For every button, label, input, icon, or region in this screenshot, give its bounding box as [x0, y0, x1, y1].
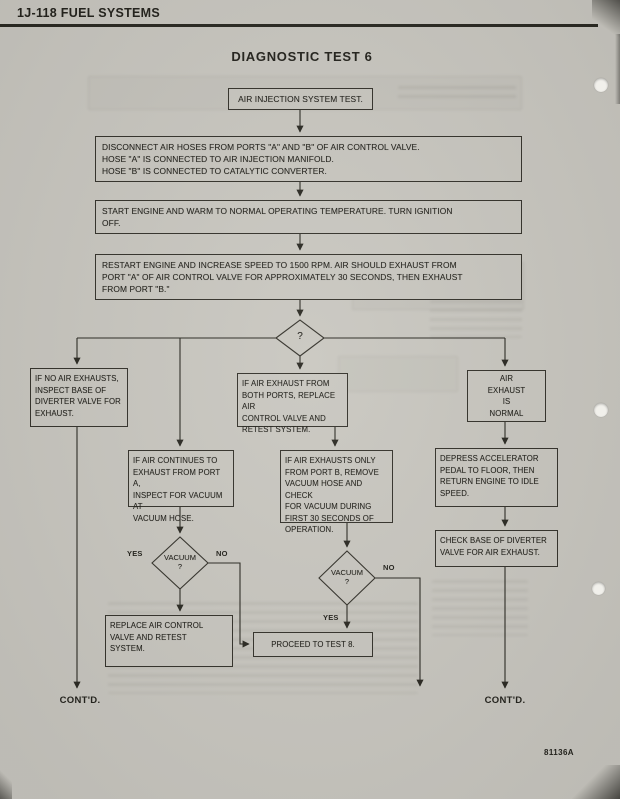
page-header: 1J-118 FUEL SYSTEMS: [17, 6, 161, 20]
node-port-b-only: IF AIR EXHAUSTS ONLY FROM PORT B, REMOVE…: [280, 450, 393, 534]
punch-hole: [594, 403, 608, 417]
node-disconnect-hoses: DISCONNECT AIR HOSES FROM PORTS "A" AND …: [95, 136, 522, 182]
punch-hole: [594, 78, 608, 92]
punch-hole: [592, 582, 605, 595]
node-air-exhaust-normal: AIR EXHAUST IS NORMAL: [467, 370, 546, 422]
contd-right: CONT'D.: [484, 695, 526, 706]
flow-lines: [73, 110, 509, 689]
ghost-showthrough: [432, 580, 528, 636]
page-title: DIAGNOSTIC TEST 6: [231, 49, 373, 64]
node-port-a-continues: IF AIR CONTINUES TO EXHAUST FROM PORT A,…: [128, 450, 234, 523]
node-replace-air-control-valve: REPLACE AIR CONTROL VALVE AND RETEST SYS…: [105, 615, 233, 667]
label-yes-a: YES: [127, 549, 143, 558]
ghost-showthrough: [338, 356, 458, 392]
node-start: AIR INJECTION SYSTEM TEST.: [228, 88, 373, 110]
vacuum-a-diamond: [151, 536, 209, 590]
node-both-ports: IF AIR EXHAUST FROM BOTH PORTS, REPLACE …: [237, 373, 348, 434]
ghost-showthrough: [430, 300, 522, 338]
label-yes-b: YES: [323, 613, 339, 622]
figure-code: 81136A: [544, 748, 574, 757]
node-restart-engine: RESTART ENGINE AND INCREASE SPEED TO 150…: [95, 254, 522, 300]
main-decision-text: ?: [297, 331, 303, 342]
label-no-b: NO: [383, 563, 395, 572]
header-rule: [0, 24, 598, 27]
node-proceed-test-8: PROCEED TO TEST 8.: [253, 632, 373, 657]
node-start-engine: START ENGINE AND WARM TO NORMAL OPERATIN…: [95, 200, 522, 234]
label-no-a: NO: [216, 549, 228, 558]
node-check-diverter-base: CHECK BASE OF DIVERTER VALVE FOR AIR EXH…: [435, 530, 558, 567]
main-decision-diamond: [275, 319, 325, 357]
contd-left: CONT'D.: [59, 695, 101, 706]
vacuum-b-text: VACUUM ?: [331, 568, 363, 586]
ghost-showthrough: [398, 86, 516, 104]
decision-diamonds: [151, 319, 376, 606]
vacuum-a-text: VACUUM ?: [164, 553, 196, 571]
node-depress-accelerator: DEPRESS ACCELERATOR PEDAL TO FLOOR, THEN…: [435, 448, 558, 507]
vacuum-b-diamond: [318, 550, 376, 606]
node-no-air-exhausts: IF NO AIR EXHAUSTS, INSPECT BASE OF DIVE…: [30, 368, 128, 427]
